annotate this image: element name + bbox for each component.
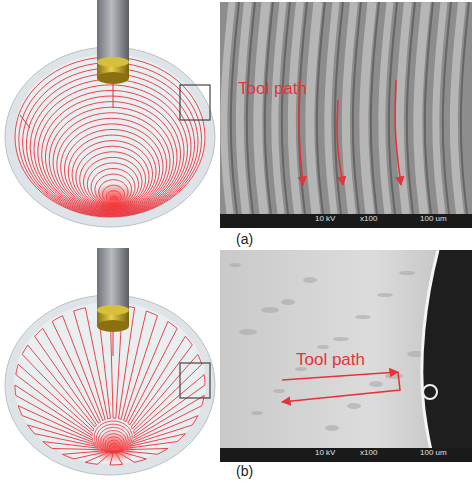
direction-arrow — [337, 100, 343, 185]
sem-info: 100 um — [420, 449, 447, 458]
panel-label: (a) — [236, 232, 253, 247]
sem-info-holder: x100 — [360, 215, 377, 224]
panel-label: (b) — [236, 464, 253, 479]
panel-label-holder: (a) — [236, 232, 253, 247]
arrow-label-holder: Tool path — [238, 80, 307, 99]
sem-image — [220, 250, 472, 462]
sem-info: x100 — [360, 215, 377, 224]
sem-info: 10 kV — [315, 449, 335, 458]
panel-label-holder: (b) — [236, 464, 253, 479]
sem-info-holder: x100 — [360, 449, 377, 458]
sem-info-holder: 100 um — [420, 215, 447, 224]
sem-info-holder: 100 um — [420, 449, 447, 458]
direction-arrow — [395, 80, 401, 185]
cone-radial-path — [5, 248, 215, 475]
direction-arrow — [282, 372, 400, 402]
sem-info: x100 — [360, 449, 377, 458]
zoom-box — [180, 363, 210, 398]
sem-info: 100 um — [420, 215, 447, 224]
sem-info: 10 kV — [315, 215, 335, 224]
sem-info-holder: 10 kV — [315, 449, 335, 458]
arrow-label: Tool path — [296, 351, 365, 370]
tool — [97, 248, 129, 356]
direction-arrow — [282, 372, 398, 380]
arrow-label: Tool path — [238, 80, 307, 99]
sem-image — [220, 2, 472, 228]
tool — [97, 0, 129, 108]
sem-info-holder: 10 kV — [315, 215, 335, 224]
arrow-label-holder: Tool path — [296, 351, 365, 370]
cone-spiral-path — [5, 0, 215, 227]
zoom-box — [180, 85, 210, 120]
